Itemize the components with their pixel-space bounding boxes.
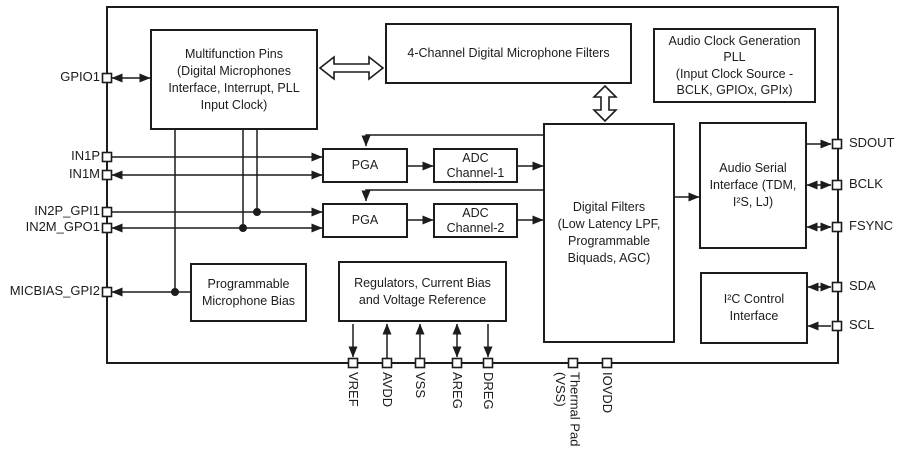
block-regulators: Regulators, Current Bias and Voltage Ref… [338, 261, 507, 322]
wire-agc-pga2 [361, 189, 543, 202]
block-digital-mic-filters: 4-Channel Digital Microphone Filters [385, 23, 632, 84]
pin-dreg [482, 357, 494, 369]
pin-label-sdout: SDOUT [849, 135, 895, 150]
pin-thermal-pad [567, 357, 579, 369]
pin-avdd [381, 357, 393, 369]
pin-gpio1 [101, 72, 113, 84]
pin-label-avdd: AVDD [380, 372, 396, 408]
pin-label-micbias-gpi2: MICBIAS_GPI2 [9, 283, 100, 298]
pin-sda [831, 281, 843, 293]
pin-label-bclk: BCLK [849, 176, 883, 191]
block-adc-channel-2: ADC Channel-2 [433, 203, 518, 238]
block-i2c-control-interface: I²C Control Interface [700, 272, 808, 344]
block-label: Multifunction Pins (Digital Microphones … [168, 46, 300, 112]
block-label: PGA [351, 158, 379, 172]
pin-areg [451, 357, 463, 369]
pin-in1m [101, 169, 113, 181]
block-label: ADC Channel-1 [446, 150, 505, 180]
pin-label-sda: SDA [849, 278, 876, 293]
pin-in2p-gpi1 [101, 206, 113, 218]
pin-micbias-gpi2 [101, 286, 113, 298]
block-audio-clock-pll: Audio Clock Generation PLL (Input Clock … [653, 28, 816, 103]
bidirectional-block-arrow-vertical [592, 84, 618, 123]
pin-label-vref: VREF [346, 372, 362, 407]
block-label: PGA [351, 213, 379, 227]
pin-label-gpio1: GPIO1 [60, 69, 100, 84]
pin-label-areg: AREG [450, 372, 466, 409]
block-pga1: PGA [322, 148, 408, 183]
pin-label-in2m-gpo1: IN2M_GPO1 [25, 219, 100, 234]
block-label: I²C Control Interface [723, 292, 785, 323]
block-digital-filters: Digital Filters (Low Latency LPF, Progra… [543, 123, 675, 343]
pin-vref [347, 357, 359, 369]
pin-label-scl: SCL [849, 317, 875, 332]
pin-label-fsync: FSYNC [849, 218, 894, 233]
block-adc-channel-1: ADC Channel-1 [433, 148, 518, 183]
junction-dot [253, 208, 261, 216]
pin-label-in1m: IN1M [68, 166, 100, 181]
block-label: Audio Clock Generation PLL (Input Clock … [668, 34, 801, 97]
wire-agc-pga1 [361, 134, 543, 147]
block-mic-bias: Programmable Microphone Bias [190, 263, 307, 322]
pin-label-iovdd: IOVDD [600, 372, 616, 414]
block-label: Programmable Microphone Bias [201, 276, 296, 308]
pin-fsync [831, 221, 843, 233]
pin-label-in1p: IN1P [71, 148, 100, 163]
pin-iovdd [601, 357, 613, 369]
block-label: Regulators, Current Bias and Voltage Ref… [354, 275, 491, 307]
pin-label-vss: VSS [413, 372, 429, 399]
pin-sdout [831, 138, 843, 150]
pin-label-in2p-gpi1: IN2P_GPI1 [34, 203, 100, 218]
pin-bclk [831, 179, 843, 191]
junction-dot [239, 224, 247, 232]
pin-in2m-gpo1 [101, 222, 113, 234]
block-label: Audio Serial Interface (TDM, I²S, LJ) [709, 161, 797, 209]
pin-label-dreg: DREG [481, 372, 497, 410]
pin-in1p [101, 151, 113, 163]
block-label: ADC Channel-2 [446, 205, 505, 235]
pin-label-thermal-pad: Thermal Pad (VSS) [553, 372, 583, 447]
block-multifunction-pins: Multifunction Pins (Digital Microphones … [150, 29, 318, 130]
block-audio-serial-interface: Audio Serial Interface (TDM, I²S, LJ) [699, 122, 807, 249]
block-label: 4-Channel Digital Microphone Filters [407, 46, 610, 60]
bidirectional-block-arrow-horizontal [318, 55, 385, 81]
block-label: Digital Filters (Low Latency LPF, Progra… [557, 200, 661, 265]
pin-vss [414, 357, 426, 369]
block-pga2: PGA [322, 203, 408, 238]
pin-scl [831, 320, 843, 332]
junction-dot [171, 288, 179, 296]
